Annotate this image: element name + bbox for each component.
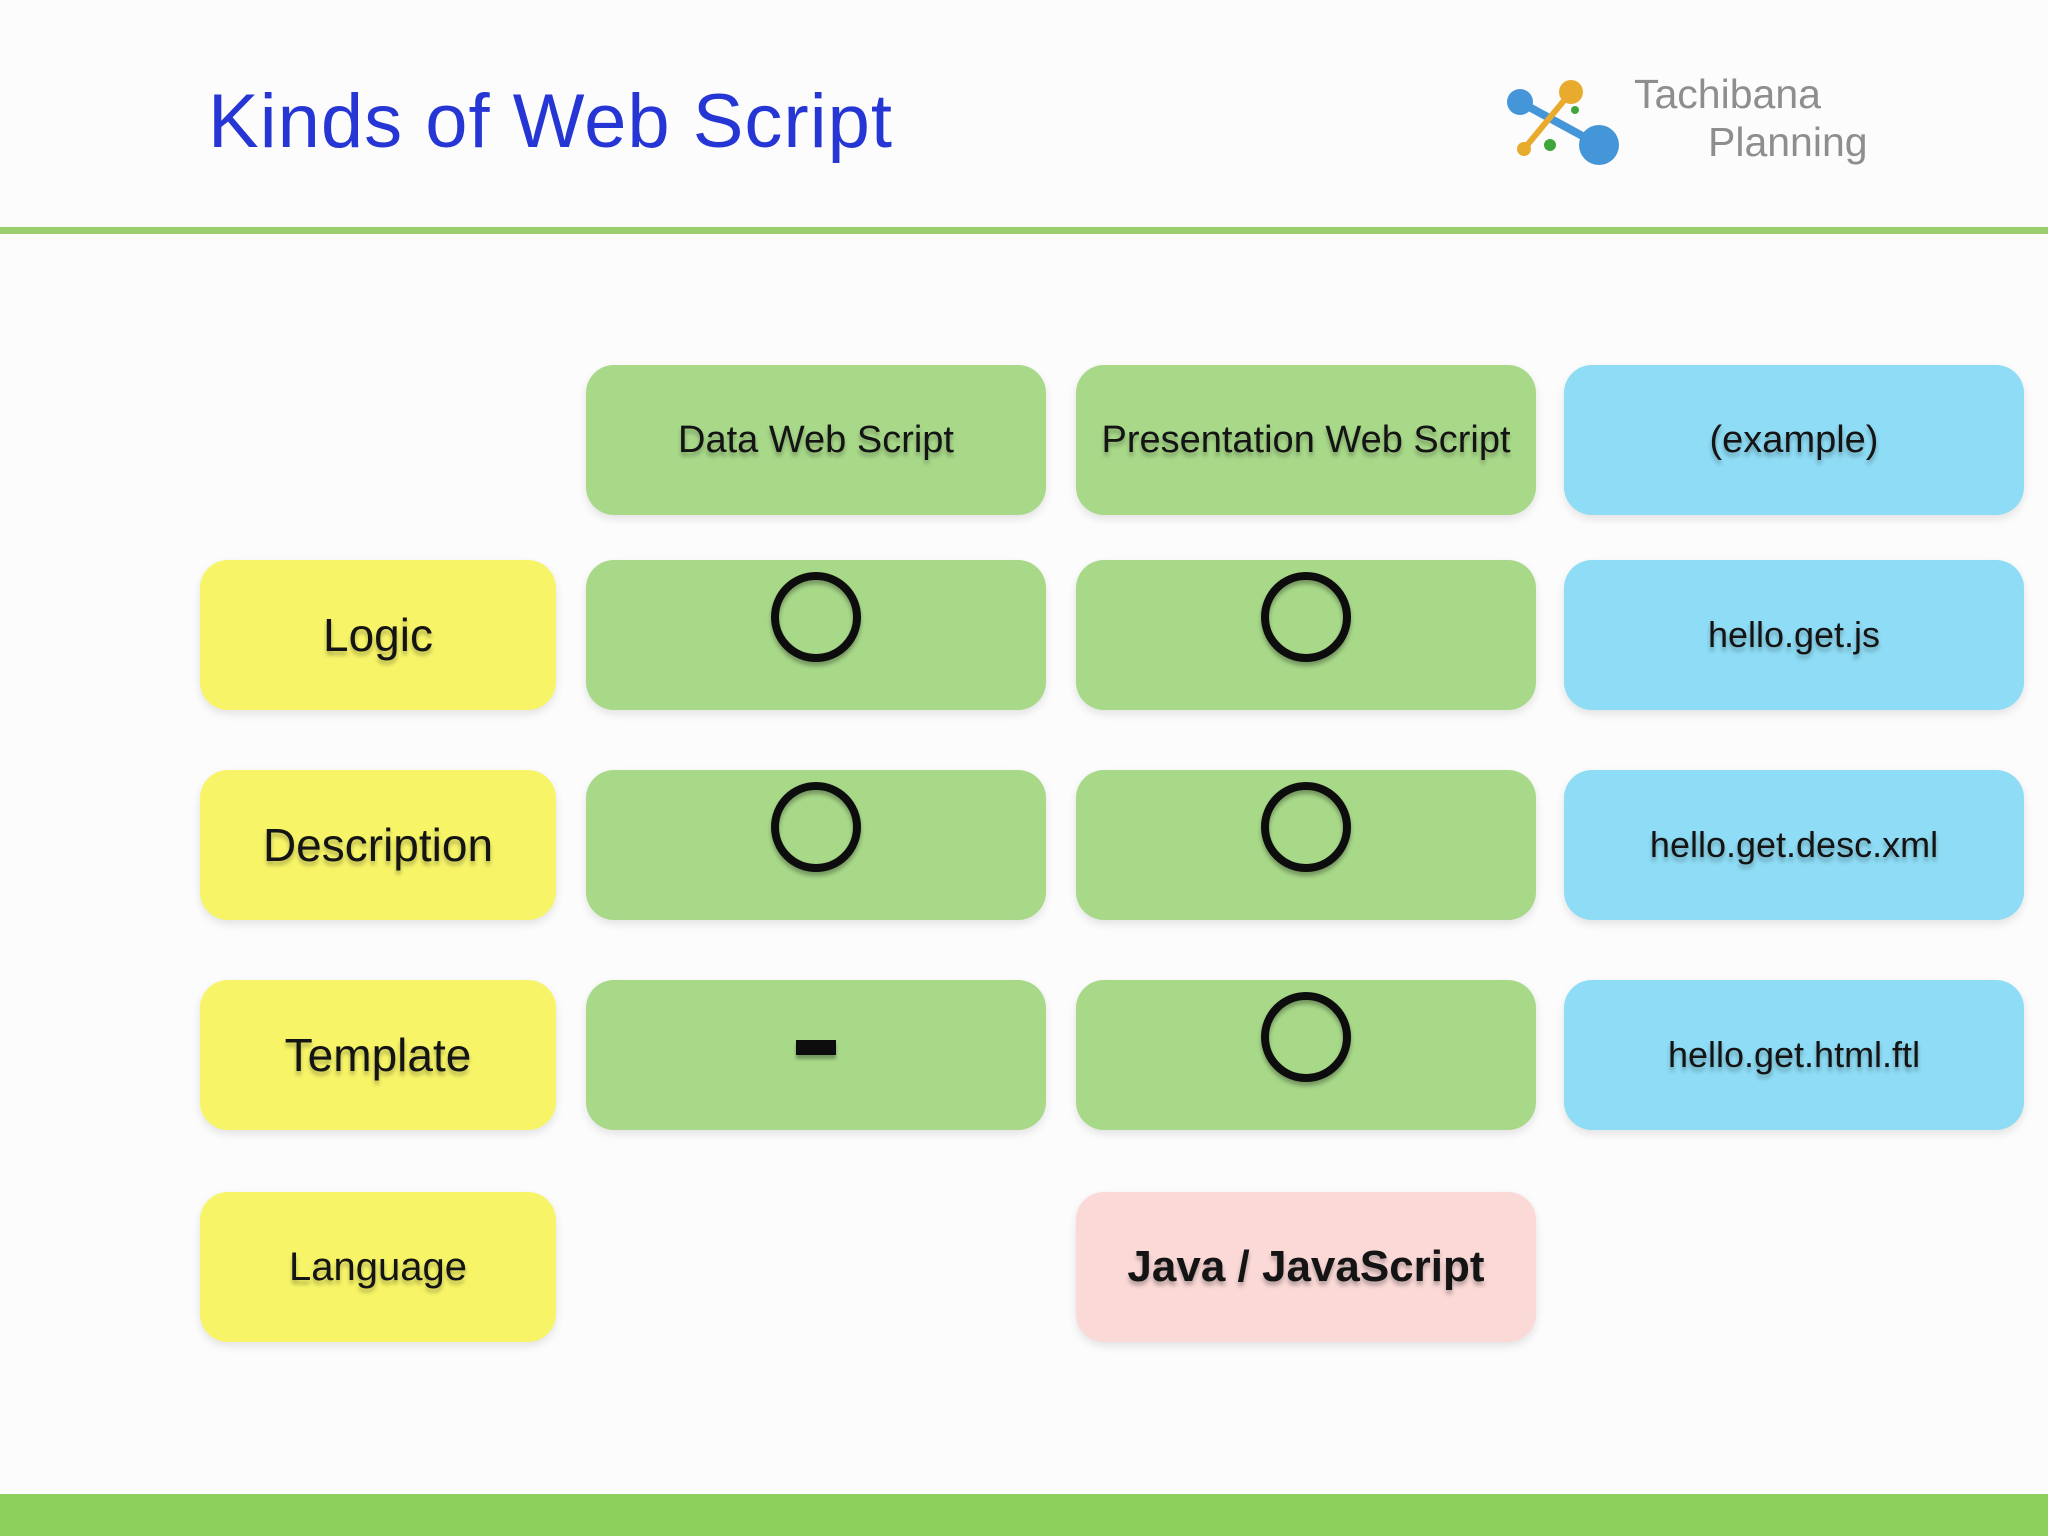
logic-data-web-script-cell bbox=[586, 560, 1046, 710]
template-presentation-web-script-cell bbox=[1076, 980, 1536, 1130]
logo-text-line2: Planning bbox=[1708, 119, 1868, 166]
logo-text: Tachibana Planning bbox=[1634, 70, 1868, 167]
header-spacer-cell bbox=[200, 365, 556, 515]
row-label-language: Language bbox=[200, 1192, 556, 1342]
logic-presentation-web-script-cell bbox=[1076, 560, 1536, 710]
page-title: Kinds of Web Script bbox=[208, 79, 894, 164]
table-header-row: Data Web Script Presentation Web Script … bbox=[200, 365, 2024, 515]
column-header-data-web-script: Data Web Script bbox=[586, 365, 1046, 515]
language-value-cell: Java / JavaScript bbox=[1076, 1192, 1536, 1342]
template-example-cell: hello.get.html.ftl bbox=[1564, 980, 2024, 1130]
table-row-logic: Logic hello.get.js bbox=[200, 560, 2024, 710]
row-label-description: Description bbox=[200, 770, 556, 920]
molecule-network-icon bbox=[1507, 80, 1619, 165]
language-empty-cell-2 bbox=[1564, 1192, 2024, 1342]
company-logo: Tachibana Planning bbox=[1492, 56, 1868, 180]
row-label-logic: Logic bbox=[200, 560, 556, 710]
language-empty-cell-1 bbox=[586, 1192, 1046, 1342]
description-example-cell: hello.get.desc.xml bbox=[1564, 770, 2024, 920]
description-presentation-web-script-cell bbox=[1076, 770, 1536, 920]
header-divider bbox=[0, 227, 2048, 234]
description-data-web-script-cell bbox=[586, 770, 1046, 920]
table-row-template: Template hello.get.html.ftl bbox=[200, 980, 2024, 1130]
table-row-description: Description hello.get.desc.xml bbox=[200, 770, 2024, 920]
column-header-presentation-web-script: Presentation Web Script bbox=[1076, 365, 1536, 515]
column-header-example: (example) bbox=[1564, 365, 2024, 515]
row-label-template: Template bbox=[200, 980, 556, 1130]
logo-text-line1: Tachibana bbox=[1634, 71, 1821, 117]
logic-example-cell: hello.get.js bbox=[1564, 560, 2024, 710]
footer-bar bbox=[0, 1494, 2048, 1536]
table-row-language: Language Java / JavaScript bbox=[200, 1192, 2024, 1342]
template-data-web-script-cell bbox=[586, 980, 1046, 1130]
